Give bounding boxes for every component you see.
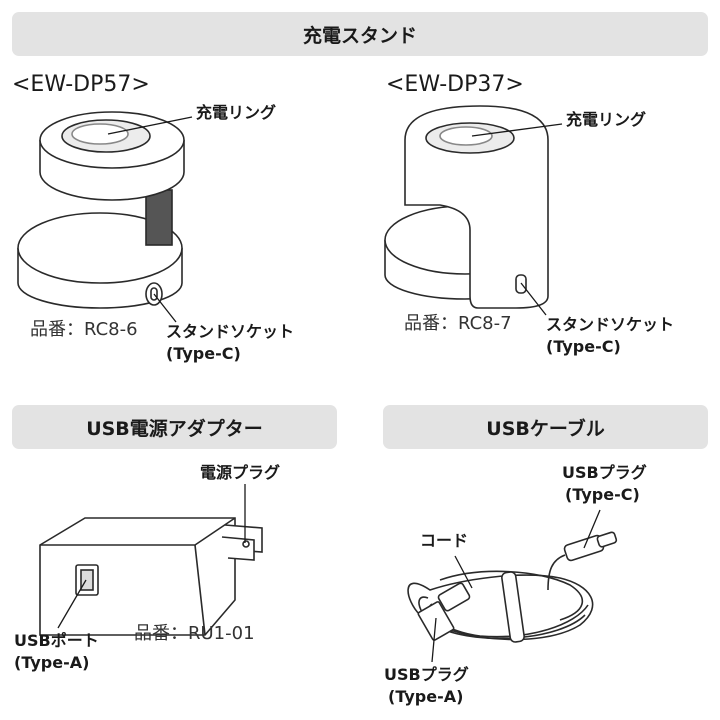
usb-plug-a-type: (Type-A) [388,687,464,706]
stand-dp37-illustration [384,105,549,309]
charging-ring-label-dp57: 充電リング [196,103,277,122]
stand-socket-label-dp57: スタンドソケット [166,322,295,341]
section-header-cable: USBケーブル [383,405,708,449]
part-number-dp57: 品番：RC8-6 [30,319,138,340]
cord-label: コード [420,531,469,550]
stand-socket-type-dp37: (Type-C) [546,337,621,356]
usb-port-label: USBポート [14,631,99,650]
usb-plug-c-label: USBプラグ [562,463,647,482]
section-header-stand: 充電スタンド [12,12,708,56]
usb-port-type: (Type-A) [14,653,90,672]
usb-plug-c-type: (Type-C) [565,485,640,504]
model-label-dp37: <EW-DP37> [386,72,524,97]
charging-ring-label-dp37: 充電リング [566,110,647,129]
part-number-adapter: 品番：RU1-01 [134,623,255,644]
model-label-dp57: <EW-DP57> [12,72,150,97]
section-header-adapter: USB電源アダプター [12,405,337,449]
part-number-dp37: 品番：RC8-7 [404,313,512,334]
usb-plug-a-label: USBプラグ [384,665,469,684]
cable-illustration [407,531,618,643]
stand-dp57-illustration [17,111,185,309]
stand-socket-label-dp37: スタンドソケット [546,315,675,334]
leader-lines [57,116,601,663]
power-plug-label: 電源プラグ [200,463,281,482]
stand-socket-type-dp57: (Type-C) [166,344,241,363]
adapter-illustration [39,517,263,636]
